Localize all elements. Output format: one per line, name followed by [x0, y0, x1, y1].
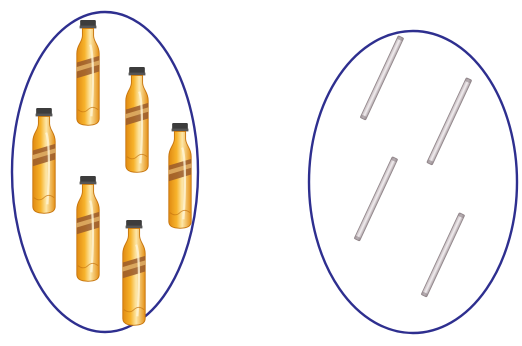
juice-bottle-icon — [77, 20, 99, 125]
straw-icon — [360, 36, 404, 120]
juice-bottle-icon — [123, 220, 145, 325]
straw-icon — [354, 157, 398, 241]
juice-bottle-icon — [77, 176, 99, 281]
straw-group — [354, 36, 472, 297]
juice-bottle-icon — [33, 108, 55, 213]
straw-set-ellipse — [309, 31, 517, 333]
straw-icon — [421, 213, 465, 297]
bottle-group — [33, 20, 191, 325]
juice-bottle-icon — [126, 67, 148, 172]
juice-bottle-icon — [169, 123, 191, 228]
straw-icon — [427, 78, 472, 165]
